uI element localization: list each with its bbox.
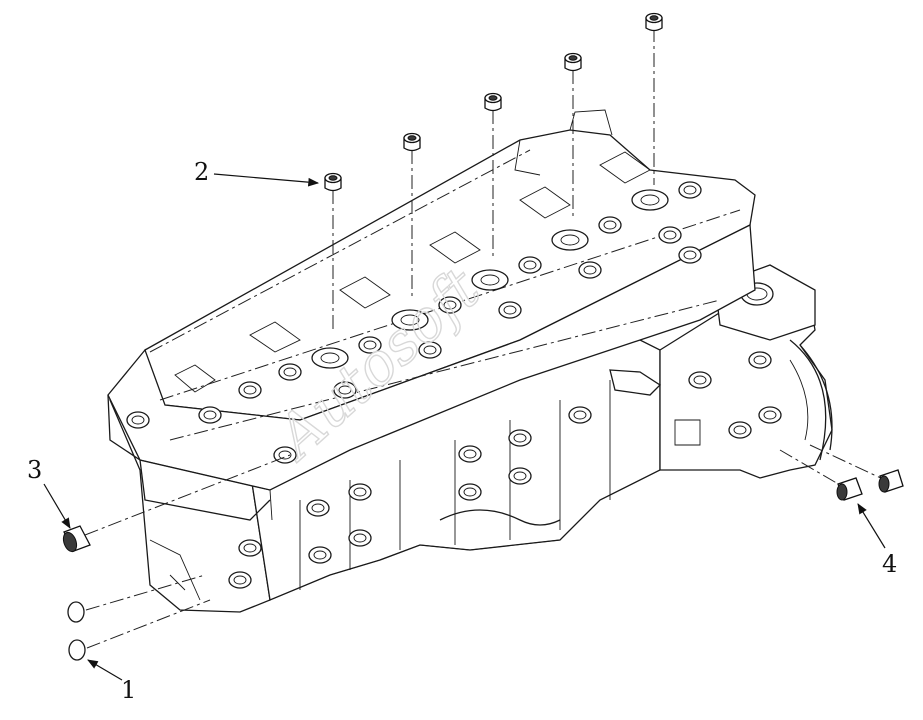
plugs-right (779, 444, 904, 501)
callout-4: 4 (882, 550, 897, 578)
head-bolt-4 (564, 52, 582, 72)
leader-4 (857, 503, 886, 549)
leader-1 (87, 659, 123, 681)
head-bolt-2 (403, 132, 421, 152)
leader-2 (213, 173, 320, 187)
head-cam-towers (174, 151, 651, 393)
callout-leaders (43, 173, 886, 681)
head-bolts (324, 12, 663, 330)
callout-labels: 2 3 1 4 (27, 158, 897, 704)
cylinder-head (107, 109, 756, 521)
callout-2: 2 (194, 158, 209, 186)
callout-1: 1 (121, 676, 136, 704)
head-valve-clusters (126, 181, 702, 464)
o-rings (67, 574, 211, 661)
leader-3 (43, 483, 71, 529)
callout-3: 3 (27, 456, 42, 484)
head-bolt-1 (324, 172, 342, 192)
head-bolt-3 (484, 92, 502, 112)
head-bolt-5 (645, 12, 663, 32)
front-gear-housing (609, 264, 833, 479)
plug-left (62, 454, 291, 553)
